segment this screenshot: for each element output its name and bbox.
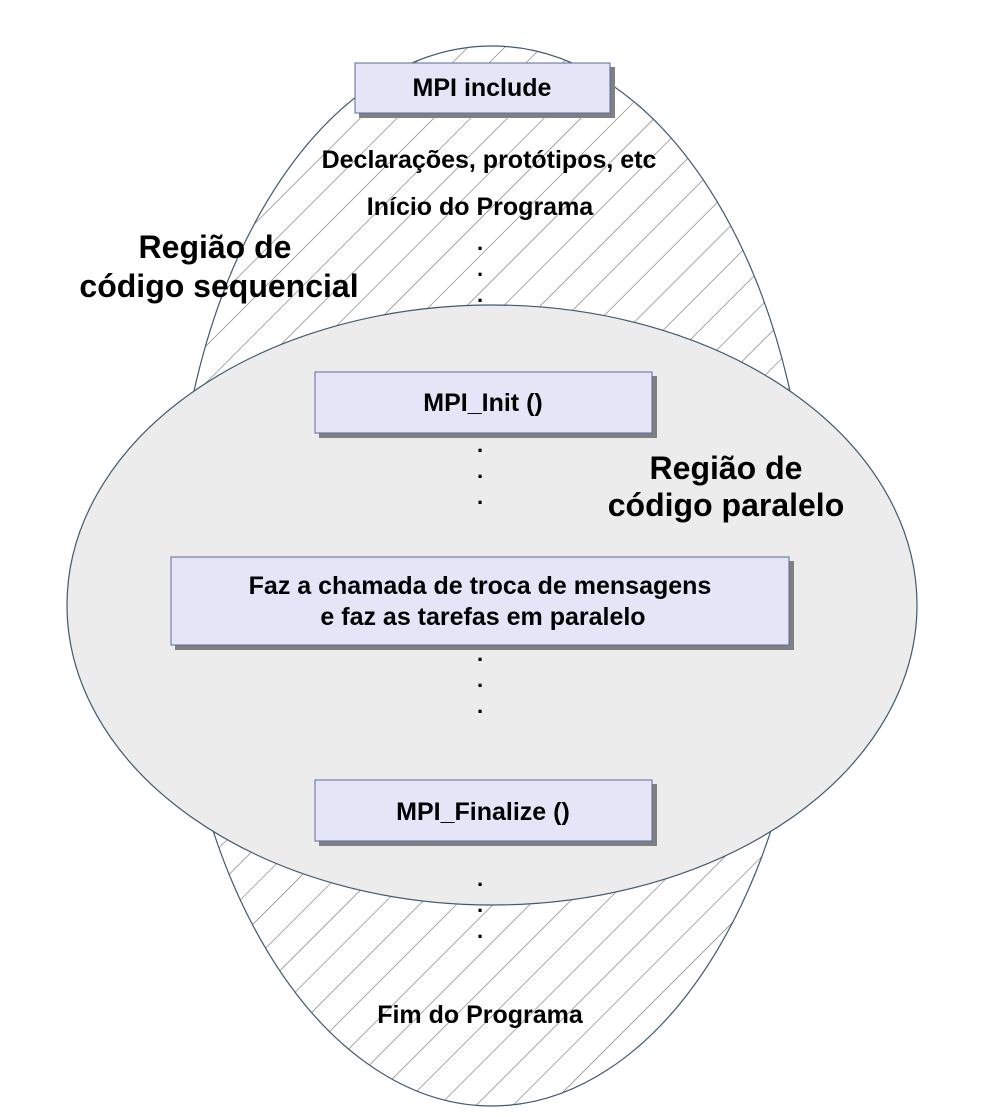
sequential-region-label-line2: código sequencial (79, 268, 358, 304)
parallel-region-label-line1: Região de (650, 450, 803, 486)
svg-text:.: . (477, 256, 483, 281)
program-end-label: Fim do Programa (377, 1001, 584, 1029)
svg-text:.: . (477, 282, 483, 307)
mpi-init-label: MPI_Init () (423, 389, 542, 417)
mpi-finalize-box: MPI_Finalize () (314, 779, 657, 846)
svg-text:.: . (477, 458, 483, 483)
program-start-label: Início do Programa (367, 193, 595, 221)
message-exchange-box: Faz a chamada de troca de mensagens e fa… (170, 556, 794, 650)
mpi-include-box: MPI include (354, 62, 615, 118)
svg-text:.: . (477, 641, 483, 666)
mpi-include-label: MPI include (413, 74, 552, 102)
svg-text:.: . (477, 230, 483, 255)
ellipsis-dots-after-message: . . . (477, 641, 483, 718)
svg-text:.: . (477, 667, 483, 692)
parallel-region-label-line2: código paralelo (608, 487, 844, 523)
sequential-region-label-line1: Região de (139, 229, 292, 265)
mpi-finalize-label: MPI_Finalize () (396, 798, 570, 826)
message-exchange-label-line1: Faz a chamada de troca de mensagens (249, 572, 712, 600)
ellipsis-dots-bottom: . . . (477, 866, 483, 943)
ellipsis-dots-after-init: . . . (477, 432, 483, 509)
mpi-init-box: MPI_Init () (314, 371, 657, 438)
declarations-label: Declarações, protótipos, etc (322, 146, 657, 174)
message-exchange-label-line2: e faz as tarefas em paralelo (320, 603, 645, 631)
ellipsis-dots-top: . . . (477, 230, 483, 307)
svg-text:.: . (477, 892, 483, 917)
svg-text:.: . (477, 918, 483, 943)
svg-text:.: . (477, 693, 483, 718)
parallel-region-outline (66, 304, 918, 906)
svg-text:.: . (477, 484, 483, 509)
svg-text:.: . (477, 432, 483, 457)
svg-text:.: . (477, 866, 483, 891)
